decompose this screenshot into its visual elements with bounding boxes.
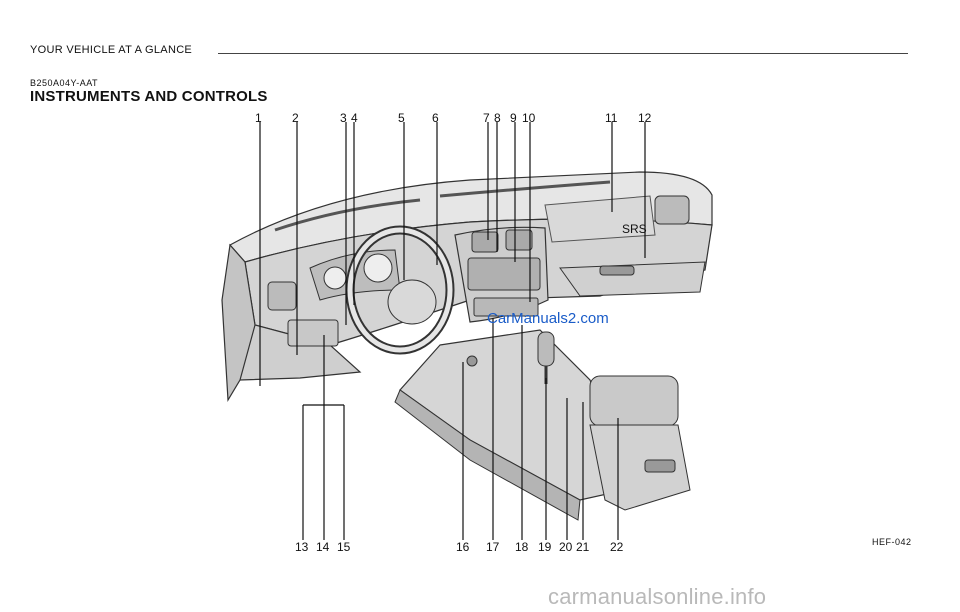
passenger-airbag-cover <box>544 195 656 243</box>
leader-lines-top <box>259 122 646 386</box>
figure-reference: HEF-042 <box>872 537 912 547</box>
defroster-vent <box>439 180 611 198</box>
leader-lines-bottom <box>302 318 619 540</box>
airbag-label: SRS <box>622 222 647 236</box>
footer-watermark: carmanualsonline.info <box>548 584 767 609</box>
section-header: YOUR VEHICLE AT A GLANCE <box>30 44 193 56</box>
header-rule <box>218 53 908 54</box>
callout-5: 5 <box>398 111 405 125</box>
callout-2: 2 <box>292 111 299 125</box>
audio-unit <box>467 257 541 291</box>
callout-13: 13 <box>295 540 309 554</box>
callout-8: 8 <box>494 111 501 125</box>
callout-9: 9 <box>510 111 517 125</box>
switch-panel <box>287 319 339 347</box>
center-air-vent <box>505 229 533 251</box>
callout-22: 22 <box>610 540 624 554</box>
callout-10: 10 <box>522 111 536 125</box>
callout-7: 7 <box>483 111 490 125</box>
callout-19: 19 <box>538 540 552 554</box>
callout-4: 4 <box>351 111 358 125</box>
callout-21: 21 <box>576 540 590 554</box>
console-rear <box>589 424 691 511</box>
console-side <box>394 389 581 521</box>
glove-box <box>559 261 706 297</box>
steering-hub <box>387 279 437 325</box>
callout-15: 15 <box>337 540 351 554</box>
callout-12: 12 <box>638 111 652 125</box>
side-air-vent <box>267 281 297 311</box>
callout-1: 1 <box>255 111 262 125</box>
watermark: CarManuals2.com <box>487 310 609 327</box>
glove-box-handle <box>599 265 635 276</box>
callout-3: 3 <box>340 111 347 125</box>
callout-20: 20 <box>559 540 573 554</box>
speedometer-gauge <box>323 266 347 290</box>
gear-shift-knob <box>537 331 555 367</box>
document-code: B250A04Y-AAT <box>30 78 99 88</box>
rear-console-slot <box>644 459 676 473</box>
callout-11: 11 <box>605 111 618 125</box>
console-armrest <box>589 375 679 427</box>
callout-14: 14 <box>316 540 330 554</box>
center-air-vent <box>471 231 499 253</box>
side-air-vent-right <box>654 195 690 225</box>
callout-17: 17 <box>486 540 500 554</box>
climate-control-panel <box>473 297 539 317</box>
callout-16: 16 <box>456 540 470 554</box>
steering-wheel-inner <box>347 227 453 353</box>
defroster-vent <box>274 198 421 232</box>
callout-18: 18 <box>515 540 529 554</box>
tachometer-gauge <box>363 253 393 283</box>
cigarette-lighter <box>466 355 478 367</box>
callout-6: 6 <box>432 111 439 125</box>
dashboard-side <box>221 243 256 402</box>
page-title: INSTRUMENTS AND CONTROLS <box>30 88 268 105</box>
